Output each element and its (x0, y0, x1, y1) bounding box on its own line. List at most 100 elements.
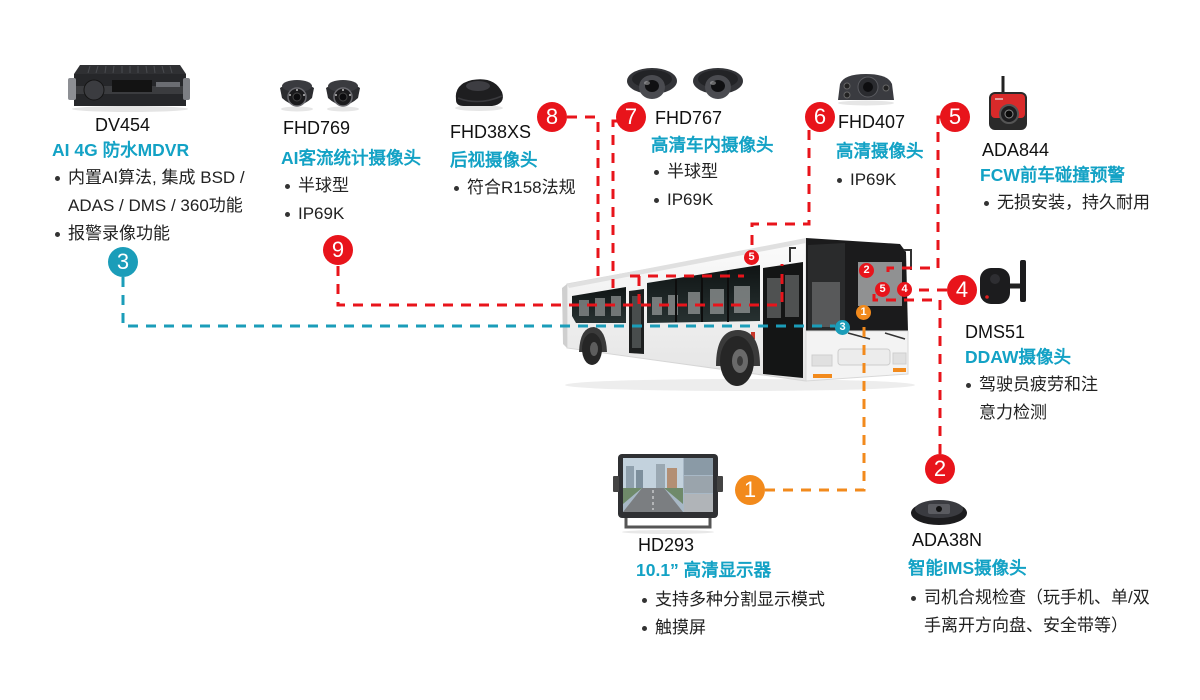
ada844-fcw-camera-image (989, 76, 1027, 130)
bus-marker-4: 4 (897, 282, 912, 297)
feature-text: 手离开方向盘、安全带等） (924, 616, 1128, 635)
feature-text: IP69K (298, 204, 345, 223)
hd293-monitor-image (613, 454, 723, 534)
feature-item-continued: 手离开方向盘、安全带等） (908, 612, 1150, 640)
fhd407-model-label: FHD407 (838, 112, 906, 132)
fhd407-feature-list: IP69K (834, 166, 896, 194)
bus-marker-3: 3 (835, 320, 850, 335)
badge-1: 1 (735, 475, 765, 505)
feature-item: 司机合规检查（玩手机、单/双 (908, 584, 1150, 612)
badge-5: 5 (940, 102, 970, 132)
feature-text: 无损安装，持久耐用 (997, 193, 1150, 212)
bus-rear-face (562, 284, 567, 348)
bus-grille (837, 348, 891, 366)
feature-text: 意力检测 (979, 403, 1047, 422)
ada38n-feature-list: 司机合规检查（玩手机、单/双 手离开方向盘、安全带等） (908, 584, 1150, 640)
ada38n-ims-camera-image (911, 500, 967, 525)
fhd767-dome-camera-image (693, 68, 743, 99)
bus-marker-1: 1 (856, 305, 871, 320)
bullet-dot (654, 170, 659, 175)
badge-3: 3 (108, 247, 138, 277)
badge-8: 8 (537, 102, 567, 132)
feature-item: 半球型 (282, 172, 349, 200)
feature-text: 报警录像功能 (68, 224, 170, 243)
badge-4: 4 (947, 275, 977, 305)
feature-text: 符合R158法规 (467, 178, 576, 197)
fhd767-feature-list: 半球型 IP69K (651, 158, 718, 214)
bus-marker-5-front: 5 (875, 282, 890, 297)
fhd407-camera-image (838, 74, 894, 106)
hd293-feature-list: 支持多种分割显示模式 触摸屏 (639, 586, 825, 642)
fhd767-title: 高清车内摄像头 (651, 135, 774, 155)
bullet-dot (966, 383, 971, 388)
fhd769-title: AI客流统计摄像头 (281, 148, 421, 168)
feature-text: 驾驶员疲劳和注 (979, 375, 1098, 394)
dv454-model-label: DV454 (95, 115, 151, 135)
feature-item: 半球型 (651, 158, 718, 186)
fhd38xs-rear-camera-image (455, 79, 503, 111)
feature-item-continued: 意力检测 (963, 399, 1098, 427)
fhd38xs-feature-list: 符合R158法规 (451, 174, 576, 202)
bus-headlight-right (892, 352, 907, 365)
ada844-title: FCW前车碰撞预警 (980, 165, 1125, 185)
feature-item: IP69K (834, 166, 896, 194)
fhd769-feature-list: 半球型 IP69K (282, 172, 349, 228)
bullet-dot (837, 178, 842, 183)
bullet-dot (911, 596, 916, 601)
feature-item: IP69K (651, 186, 718, 214)
feature-item-continued: ADAS / DMS / 360功能 (52, 192, 245, 220)
feature-text: 内置AI算法, 集成 BSD / (68, 168, 245, 187)
dv454-title: AI 4G 防水MDVR (52, 140, 190, 160)
bus-marker-5-interior: 5 (744, 250, 759, 265)
fhd38xs-title: 后视摄像头 (450, 150, 538, 170)
bullet-dot (984, 201, 989, 206)
dms51-title: DDAW摄像头 (965, 347, 1071, 367)
dms51-feature-list: 驾驶员疲劳和注 意力检测 (963, 371, 1098, 427)
bullet-dot (55, 232, 60, 237)
bus-marker-2: 2 (859, 263, 874, 278)
ada38n-title: 智能IMS摄像头 (908, 558, 1027, 578)
feature-text: 半球型 (667, 162, 718, 181)
feature-text: IP69K (850, 170, 897, 189)
badge-9: 9 (323, 235, 353, 265)
bullet-dot (642, 626, 647, 631)
bullet-dot (654, 198, 659, 203)
feature-text: 半球型 (298, 176, 349, 195)
dms51-ddaw-camera-image (980, 260, 1026, 304)
fhd407-title: 高清摄像头 (836, 141, 924, 161)
bullet-dot (285, 184, 290, 189)
bullet-dot (642, 598, 647, 603)
feature-item: 驾驶员疲劳和注 (963, 371, 1098, 399)
feature-item: 报警录像功能 (52, 220, 245, 248)
ada844-model-label: ADA844 (982, 140, 1050, 160)
bullet-dot (454, 186, 459, 191)
fhd769-dome-camera-image (280, 80, 314, 112)
dv454-mdvr-image (68, 65, 190, 112)
fhd38xs-model-label: FHD38XS (450, 122, 532, 142)
feature-item: 支持多种分割显示模式 (639, 586, 825, 614)
badge-2: 2 (925, 454, 955, 484)
fhd767-dome-camera-image (627, 68, 677, 99)
feature-text: 触摸屏 (655, 618, 706, 637)
feature-text: IP69K (667, 190, 714, 209)
feature-text: 司机合规检查（玩手机、单/双 (924, 588, 1150, 607)
fhd769-model-label: FHD769 (283, 118, 351, 138)
feature-item: IP69K (282, 200, 349, 228)
fhd769-dome-camera-image (326, 80, 360, 112)
hd293-title: 10.1” 高清显示器 (636, 560, 772, 580)
badge-7: 7 (616, 102, 646, 132)
bullet-dot (55, 176, 60, 181)
fhd767-model-label: FHD767 (655, 108, 723, 128)
feature-text: ADAS / DMS / 360功能 (68, 196, 243, 215)
feature-item: 触摸屏 (639, 614, 825, 642)
bus-headlight-left (811, 354, 833, 367)
feature-item: 无损安装，持久耐用 (981, 189, 1150, 217)
feature-item: 内置AI算法, 集成 BSD / (52, 164, 245, 192)
feature-item: 符合R158法规 (451, 174, 576, 202)
bullet-dot (285, 212, 290, 217)
badge-6: 6 (805, 102, 835, 132)
ada844-feature-list: 无损安装，持久耐用 (981, 189, 1150, 217)
hd293-model-label: HD293 (638, 535, 695, 555)
ada38n-model-label: ADA38N (912, 530, 983, 550)
dv454-feature-list: 内置AI算法, 集成 BSD / ADAS / DMS / 360功能 报警录像… (52, 164, 245, 248)
